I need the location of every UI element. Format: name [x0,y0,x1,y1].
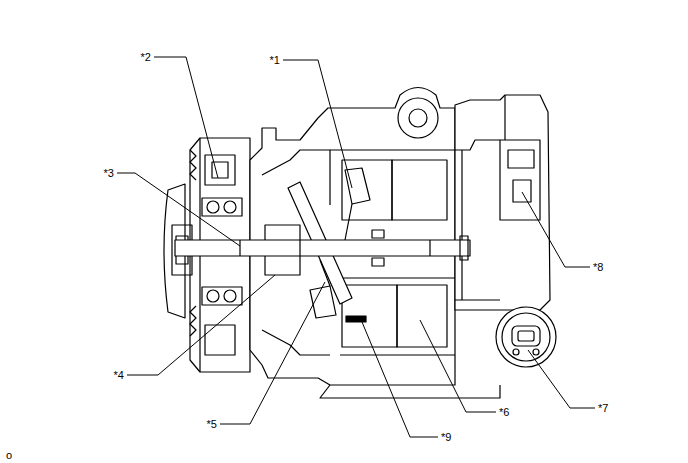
callout-number: *7 [597,402,609,414]
figure-id: o [5,449,13,461]
callout-number: *4 [113,369,125,381]
electrical-connector [496,307,556,367]
callout-number: *1 [269,54,281,66]
callout-number: *3 [103,167,115,179]
rear-housing [455,95,550,310]
callout-number: *8 [592,261,604,273]
callout-number: *2 [140,51,152,63]
leader-lines [117,57,595,437]
callout-number: *6 [498,406,510,418]
callout-number: *5 [206,418,218,430]
callout-number: *9 [440,431,452,443]
internal-mechanism [175,168,470,318]
